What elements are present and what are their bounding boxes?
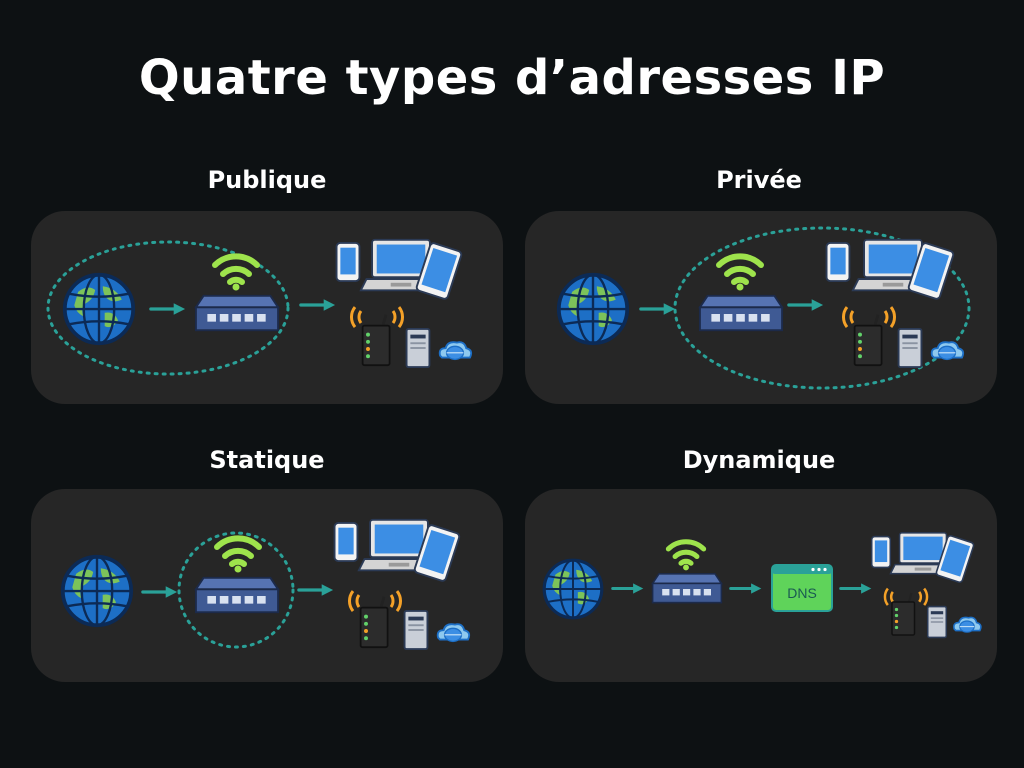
panel-dynamique: DNS: [525, 489, 997, 682]
server-icon: [926, 605, 948, 639]
page-title: Quatre types d’adresses IP: [138, 50, 886, 106]
phone-icon: [333, 521, 359, 563]
dns-label: DNS: [787, 585, 817, 601]
wifi-icon: [668, 542, 703, 571]
arrow-icon: [611, 582, 645, 595]
router-icon: [651, 572, 723, 604]
signal-icon: [841, 305, 897, 329]
dns-box: DNS: [771, 564, 833, 612]
phone-icon: [335, 241, 361, 283]
arrow-icon: [299, 298, 337, 312]
server-icon: [405, 327, 431, 369]
phone-icon: [825, 241, 851, 283]
arrow-icon: [787, 298, 825, 312]
panel-label-privee: Privée: [716, 166, 802, 194]
router-icon: [698, 294, 784, 332]
wifi-icon: [217, 538, 259, 572]
wifi-icon: [719, 256, 761, 290]
globe-icon: [556, 272, 630, 346]
panel-publique: [31, 211, 503, 404]
modem-icon: [890, 591, 916, 637]
arrow-icon: [141, 585, 179, 599]
globe-icon: [62, 272, 136, 346]
modem-icon: [359, 595, 390, 649]
arrow-icon: [839, 582, 873, 595]
cloud-globe-icon: [953, 616, 982, 634]
router-icon: [194, 294, 280, 332]
router-icon: [194, 576, 280, 614]
cloud-globe-icon: [438, 341, 473, 361]
signal-icon: [349, 305, 405, 329]
arrow-icon: [729, 582, 763, 595]
arrow-icon: [297, 583, 335, 597]
cloud-globe-icon: [930, 341, 965, 361]
dotted-ring-icon: [673, 226, 971, 390]
arrow-icon: [149, 302, 187, 316]
wifi-icon: [215, 256, 257, 290]
panel-privee: [525, 211, 997, 404]
server-icon: [897, 327, 923, 369]
modem-icon: [361, 313, 392, 367]
dotted-ring-icon: [177, 531, 295, 649]
panel-label-statique: Statique: [209, 446, 325, 474]
modem-icon: [853, 313, 884, 367]
arrow-icon: [639, 302, 677, 316]
cloud-globe-icon: [436, 623, 471, 643]
dotted-ring-icon: [46, 240, 290, 376]
globe-icon: [542, 558, 604, 620]
panel-label-publique: Publique: [207, 166, 327, 194]
panel-label-dynamique: Dynamique: [682, 446, 836, 474]
phone-icon: [870, 535, 892, 569]
server-icon: [403, 609, 429, 651]
globe-icon: [60, 554, 134, 628]
panel-statique: [31, 489, 503, 682]
